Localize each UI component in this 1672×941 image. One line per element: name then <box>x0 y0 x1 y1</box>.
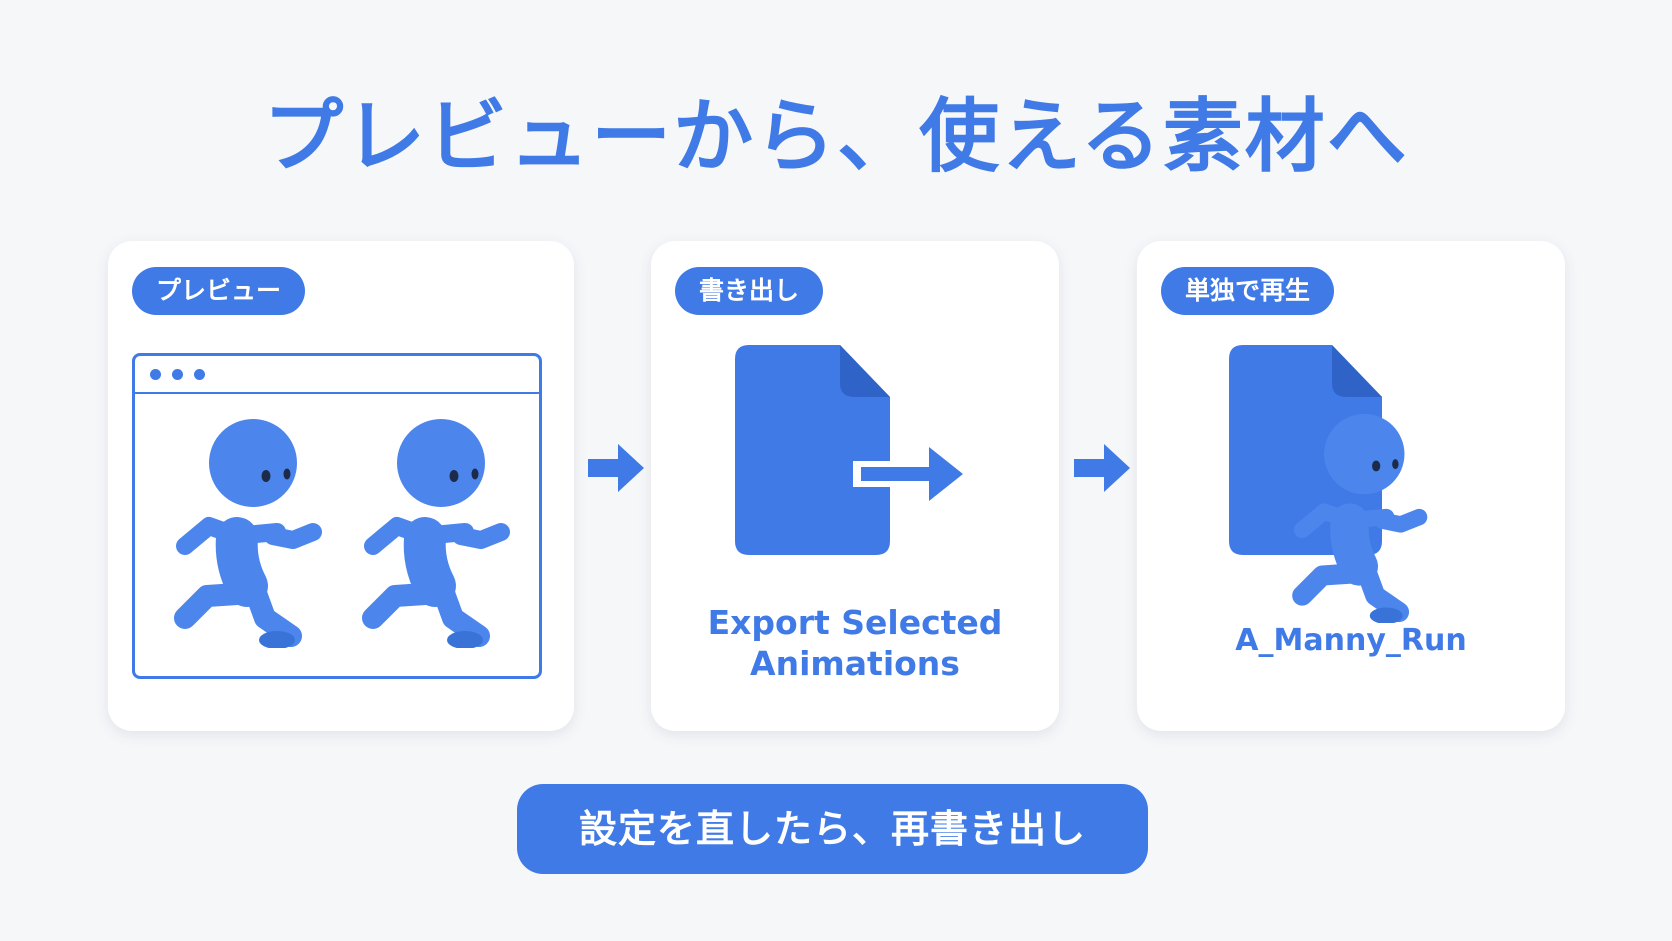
page-title: プレビューから、使える素材へ <box>263 90 1409 183</box>
file-caption: A_Manny_Run <box>1235 623 1467 658</box>
playback-tag: 単独で再生 <box>1161 267 1335 315</box>
preview-card: プレビュー <box>108 241 574 731</box>
file-runner-icon <box>1229 345 1459 625</box>
export-card: 書き出し Export Selected Animations <box>651 241 1059 731</box>
playback-card: 単独で再生 A_Manny_Run <box>1137 241 1565 731</box>
export-caption-line: Export Selected <box>707 603 1003 642</box>
window-dot-icon <box>172 369 183 380</box>
window-titlebar <box>135 356 539 394</box>
flow-arrow-icon <box>588 444 644 492</box>
window-dot-icon <box>194 369 205 380</box>
re-export-note: 設定を直したら、再書き出し <box>517 784 1148 874</box>
runner-icon <box>353 418 513 648</box>
export-tag: 書き出し <box>675 267 824 315</box>
file-export-icon <box>735 345 973 555</box>
flow-arrow-icon <box>1074 444 1130 492</box>
export-caption-line: Animations <box>750 644 960 683</box>
window-dot-icon <box>150 369 161 380</box>
preview-tag: プレビュー <box>132 267 306 315</box>
preview-stage <box>135 394 539 676</box>
preview-window <box>132 353 542 679</box>
export-caption: Export Selected Animations <box>651 602 1059 684</box>
runner-icon <box>165 418 325 648</box>
